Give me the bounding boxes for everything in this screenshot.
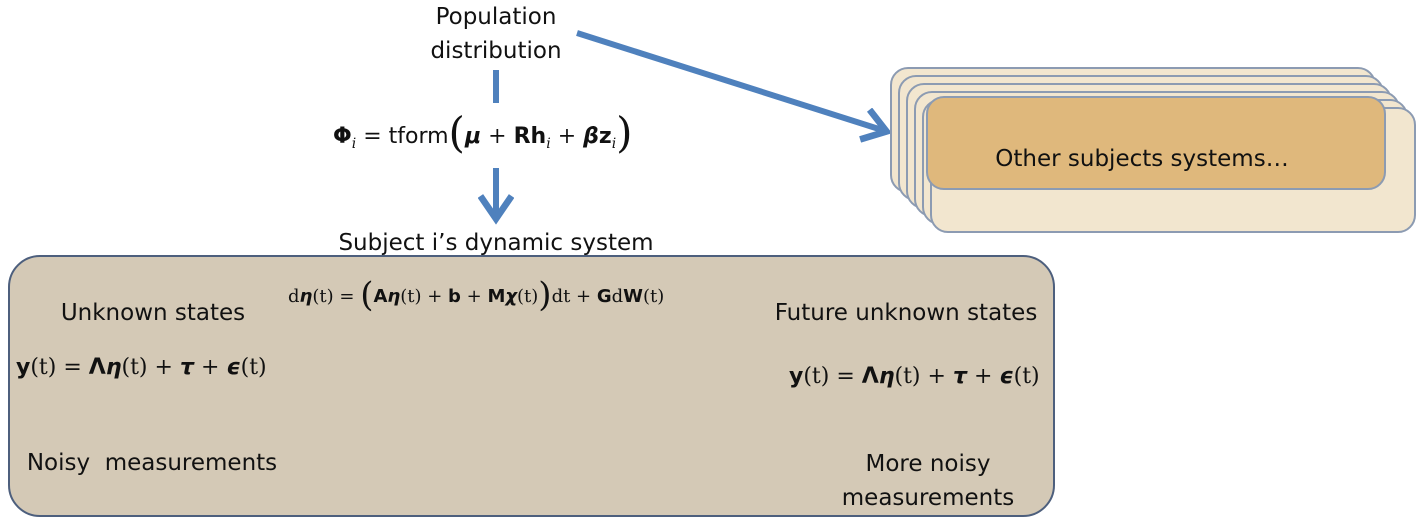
left-eta: η: [105, 355, 122, 380]
right-epsilon: ϵ: [999, 364, 1014, 389]
right-measurement-equation: y(t) = Λη(t) + τ + ϵ(t): [789, 362, 1040, 392]
right-plus-2: +: [974, 364, 993, 389]
left-tau: τ: [179, 355, 194, 380]
more-noisy-line1: More noisy: [865, 451, 991, 477]
sde-a: A: [373, 286, 388, 307]
sde-close-paren: ): [538, 275, 552, 315]
phi-plus-1: +: [488, 124, 507, 149]
left-plus-2: +: [201, 355, 220, 380]
sde-chi: χ: [505, 286, 518, 307]
sde-open-paren: (: [360, 275, 374, 315]
phi-plus-2: +: [557, 124, 577, 149]
left-t-1: (t): [30, 355, 57, 380]
sde-equation: dη(t) = (Aη(t) + b + Mχ(t))dt + GdW(t): [288, 275, 665, 315]
left-plus-1: +: [154, 355, 173, 380]
left-epsilon: ϵ: [226, 355, 241, 380]
sde-t-3: (t): [517, 286, 539, 307]
population-label-line1: Population: [435, 4, 557, 30]
h-symbol: h: [530, 124, 547, 149]
phi-equation: Φi = tform(μ + Rhi + βzi): [333, 112, 663, 159]
phi-open-paren: (: [448, 108, 465, 157]
unknown-states-label: Unknown states: [60, 300, 246, 326]
left-measurement-equation: y(t) = Λη(t) + τ + ϵ(t): [16, 353, 267, 383]
sde-t-2: (t): [400, 286, 422, 307]
z-subscript: i: [611, 136, 617, 152]
subject-system-box: [8, 255, 1055, 517]
right-t-2: (t): [894, 364, 921, 389]
left-t-2: (t): [121, 355, 148, 380]
noisy-measurements-label: Noisy measurements: [26, 450, 278, 476]
mu-symbol: μ: [464, 124, 482, 149]
sde-b: b: [448, 286, 461, 307]
right-plus-1: +: [927, 364, 946, 389]
right-eta: η: [878, 364, 895, 389]
left-t-3: (t): [240, 355, 267, 380]
left-equals: =: [63, 355, 82, 380]
sde-m: M: [487, 286, 506, 307]
more-noisy-measurements-label: More noisy measurements: [828, 447, 1028, 515]
sde-d: d: [288, 286, 300, 307]
right-t-1: (t): [803, 364, 830, 389]
sde-equals: =: [339, 286, 355, 307]
future-states-label: Future unknown states: [774, 300, 1038, 326]
left-lambda: Λ: [88, 355, 106, 380]
phi-equals: =: [363, 124, 382, 149]
right-lambda: Λ: [861, 364, 879, 389]
subject-system-label: Subject i’s dynamic system: [338, 230, 654, 256]
other-subjects-label: Other subjects systems…: [995, 146, 1289, 172]
right-tau: τ: [952, 364, 967, 389]
sde-g: G: [596, 286, 612, 307]
sde-eta-2: η: [387, 286, 401, 307]
sde-dt: dt: [551, 286, 571, 307]
right-t-3: (t): [1013, 364, 1040, 389]
phi-close-paren: ): [616, 108, 633, 157]
right-equals: =: [836, 364, 855, 389]
sde-t-4: (t): [643, 286, 665, 307]
population-label: Population distribution: [396, 0, 596, 68]
r-symbol: R: [513, 124, 531, 149]
tform-function: tform: [388, 124, 449, 149]
population-label-line2: distribution: [430, 38, 562, 64]
h-subscript: i: [546, 136, 551, 152]
population-to-others-arrow: [576, 30, 882, 130]
sde-dw-d: d: [611, 286, 624, 307]
sde-eta: η: [299, 286, 313, 307]
more-noisy-line2: measurements: [841, 485, 1015, 511]
phi-subscript: i: [351, 136, 357, 152]
z-symbol: z: [598, 124, 612, 149]
right-y: y: [789, 364, 804, 389]
sde-t: (t): [312, 286, 334, 307]
beta-symbol: β: [583, 124, 599, 149]
sde-w: W: [623, 286, 644, 307]
stack-card-front: [926, 96, 1386, 190]
left-y: y: [16, 355, 31, 380]
phi-symbol: Φ: [333, 124, 352, 149]
